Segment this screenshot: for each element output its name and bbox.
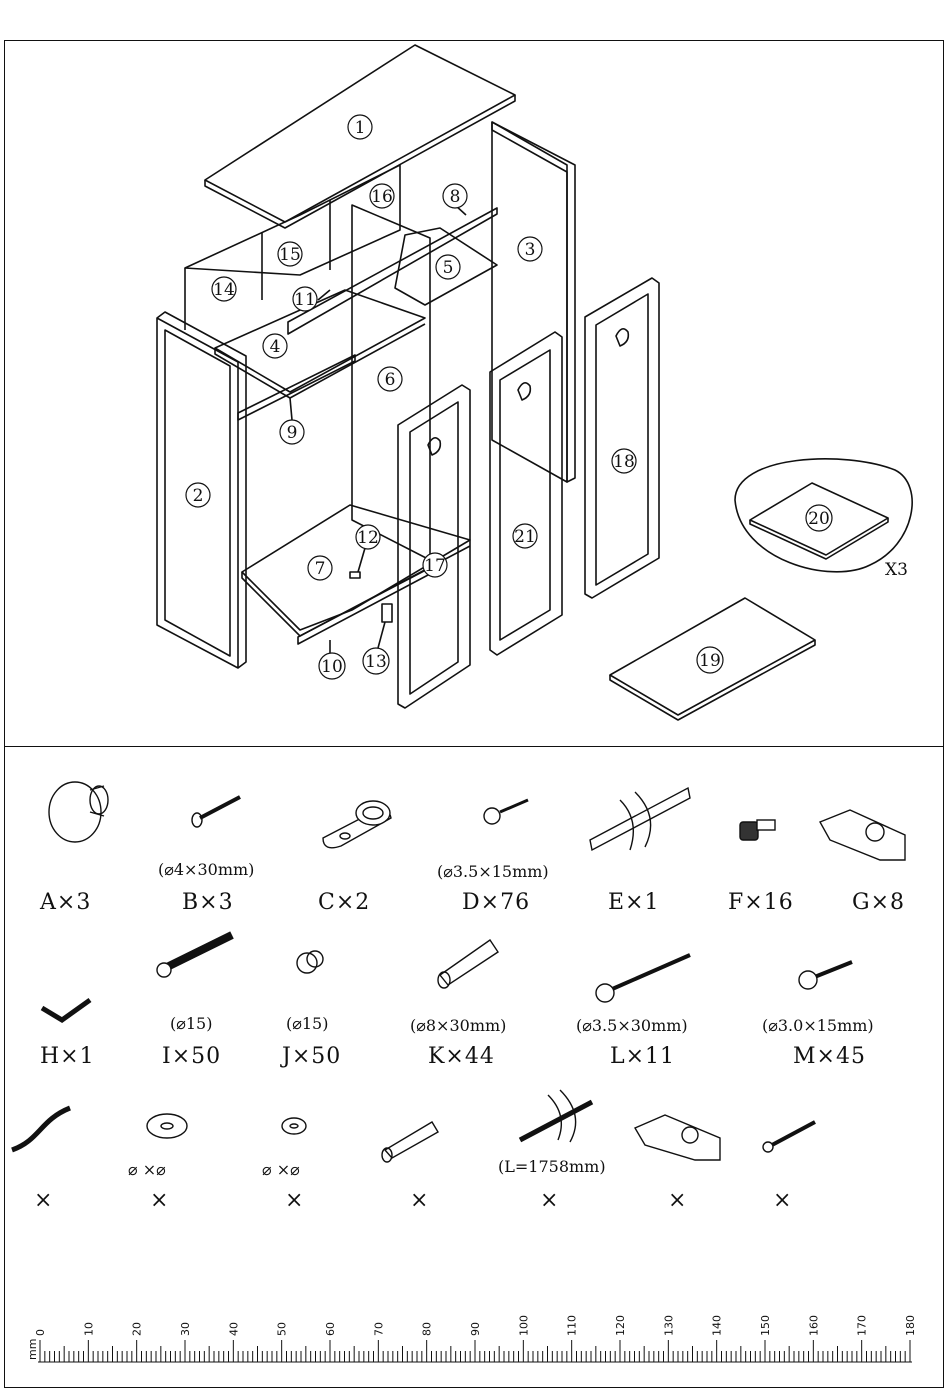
- ruler-label: 140: [711, 1315, 724, 1336]
- ruler-label: 170: [856, 1315, 869, 1336]
- ruler-label: 60: [324, 1322, 337, 1336]
- ruler-label: 50: [276, 1322, 289, 1336]
- ruler-label: 20: [131, 1322, 144, 1336]
- ruler-label: 90: [469, 1322, 482, 1336]
- ruler-label: 120: [614, 1315, 627, 1336]
- ruler-unit: mm: [26, 1339, 39, 1360]
- ruler-label: 0: [34, 1329, 47, 1336]
- ruler-label: 180: [904, 1315, 917, 1336]
- ruler-label: 10: [82, 1322, 95, 1336]
- ruler-label: 80: [421, 1322, 434, 1336]
- ruler-label: 130: [662, 1315, 675, 1336]
- ruler-label: 160: [807, 1315, 820, 1336]
- ruler-label: 110: [566, 1315, 579, 1336]
- ruler-label: 70: [372, 1322, 385, 1336]
- ruler-label: 40: [227, 1322, 240, 1336]
- ruler-label: 100: [517, 1315, 530, 1336]
- ruler-label: 150: [759, 1315, 772, 1336]
- ruler-label: 30: [179, 1322, 192, 1336]
